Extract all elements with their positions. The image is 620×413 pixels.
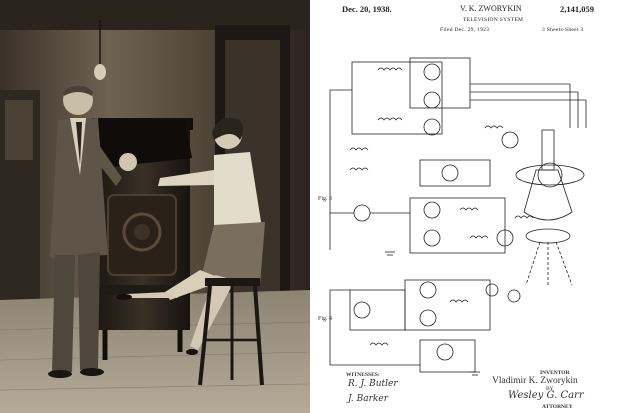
patent-sheet-count: 3 Sheets-Sheet 3 bbox=[542, 27, 584, 33]
attorney-label: ATTORNEY bbox=[542, 404, 573, 410]
witness-signature-2: J. Barker bbox=[348, 394, 388, 404]
patent-filed-date: Filed Dec. 29, 1923 bbox=[440, 27, 490, 33]
inventor-label: INVENTOR bbox=[540, 370, 570, 376]
figure-label-upper: Fig. 3 bbox=[318, 196, 333, 202]
circuit-schematic bbox=[329, 57, 587, 376]
inventor-name: Vladimir K. Zworykin bbox=[492, 376, 578, 386]
patent-date: Dec. 20, 1938. bbox=[342, 4, 392, 14]
by-label: BY bbox=[546, 386, 554, 392]
witnesses-label: WITNESSES: bbox=[346, 372, 380, 378]
witness-signature-1: R. J. Butler bbox=[348, 379, 398, 389]
patent-drawing-sheet: Dec. 20, 1938. V. K. ZWORYKIN 2,141,059 … bbox=[310, 0, 620, 413]
historical-photograph bbox=[0, 0, 310, 413]
patent-number: 2,141,059 bbox=[560, 4, 594, 14]
attorney-signature: Wesley G. Carr bbox=[508, 390, 584, 401]
photo-illustration bbox=[0, 0, 310, 413]
patent-inventor-header: V. K. ZWORYKIN bbox=[460, 4, 522, 13]
patent-title: TELEVISION SYSTEM bbox=[463, 17, 524, 23]
figure-label-lower: Fig. 4 bbox=[318, 316, 333, 322]
